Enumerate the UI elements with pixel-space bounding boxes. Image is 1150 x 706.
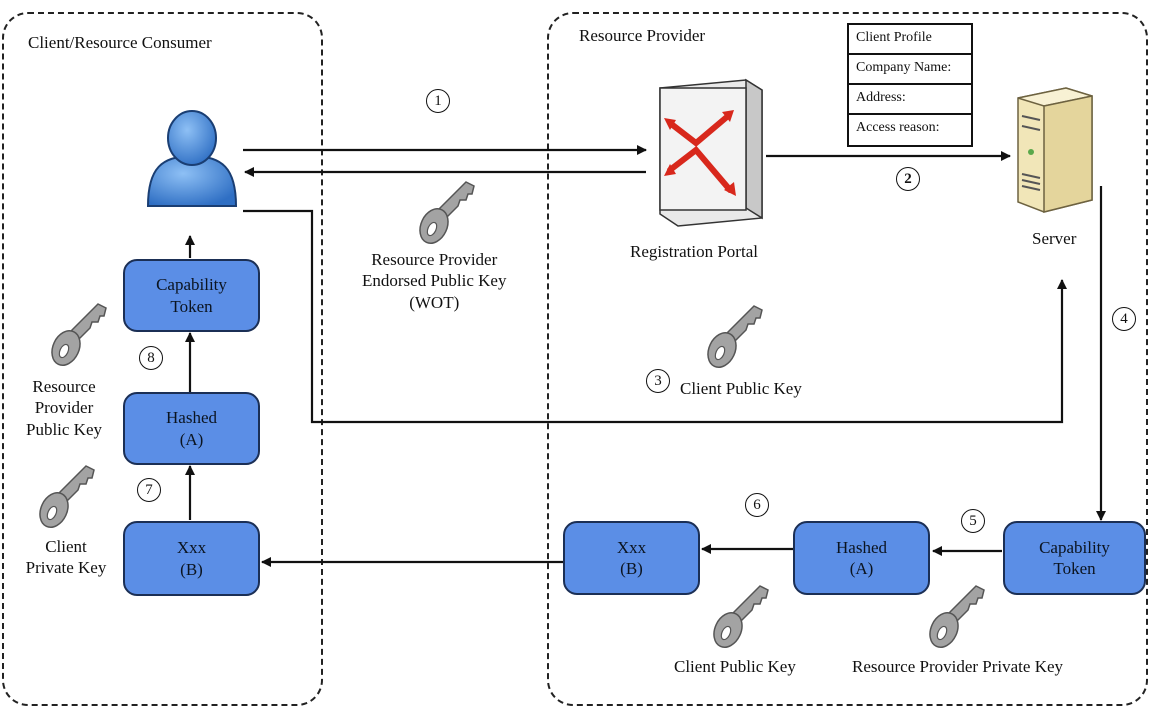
key-icon-rp-public [51, 303, 107, 366]
client-private-key-label: Client Private Key [12, 536, 120, 579]
endorsed-key-label-line3: (WOT) [409, 292, 460, 312]
xxx-client-line1: Xxx [176, 538, 207, 558]
client-profile-card: Client Profile Company Name: Address: Ac… [847, 23, 973, 147]
xxx-client-line2: (B) [180, 559, 203, 579]
step-4-marker: 4 [1112, 307, 1136, 331]
capability-token-client-line1: Capability [156, 275, 227, 295]
endorsed-key-label-line1: Resource Provider [371, 250, 498, 269]
step-3-marker: 3 [646, 369, 670, 393]
hashed-provider-line2: (A) [849, 559, 874, 578]
rp-public-key-label-line1: Resource [32, 377, 96, 396]
client-consumer-region-label: Client/Resource Consumer [28, 33, 212, 52]
rp-public-key-label-line3: Public Key [25, 419, 103, 439]
endorsed-key-label: Resource Provider Endorsed Public Key (W… [362, 249, 506, 313]
client-public-key-label-bottom: Client Public Key [674, 657, 796, 676]
hashed-provider-line1: Hashed [836, 537, 887, 557]
endorsed-key-label-line2: Endorsed Public Key [362, 271, 507, 291]
capability-token-provider-line1: Capability [1039, 537, 1110, 557]
rp-public-key-label: Resource Provider Public Key [6, 376, 122, 440]
server-icon [1017, 87, 1093, 213]
step-6-marker: 6 [745, 493, 769, 517]
hashed-client-line1: Hashed [166, 408, 217, 428]
client-public-key-label-mid: Client Public Key [680, 379, 802, 398]
hashed-box-provider: Hashed (A) [793, 521, 930, 595]
capability-token-box-client: Capability Token [123, 259, 260, 332]
step-8-marker: 8 [139, 346, 163, 370]
hashed-box-client: Hashed (A) [123, 392, 260, 465]
step-7-marker: 7 [137, 478, 161, 502]
capability-token-box-provider: Capability Token [1003, 521, 1146, 595]
user-icon [146, 110, 238, 207]
capability-token-client-line2: Token [170, 296, 213, 316]
xxx-box-provider: Xxx (B) [563, 521, 700, 595]
key-icon-rp-private [929, 585, 985, 648]
xxx-provider-line1: Xxx [616, 537, 647, 557]
address-field: Address: [849, 85, 971, 115]
key-icon-endorsed [419, 181, 475, 244]
xxx-box-client: Xxx (B) [123, 521, 260, 596]
client-profile-title: Client Profile [849, 25, 971, 55]
step-5-marker: 5 [961, 509, 985, 533]
key-icon-client-public-bottom [713, 585, 769, 648]
client-consumer-region [2, 12, 323, 706]
rp-public-key-label-line2: Provider [34, 398, 94, 418]
client-private-key-label-line1: Client [45, 537, 87, 556]
registration-portal-label: Registration Portal [630, 242, 758, 261]
key-icon-client-public-mid [707, 305, 763, 368]
arrow-user-to-server [243, 209, 1067, 424]
resource-provider-region [547, 12, 1148, 706]
server-label: Server [1032, 229, 1077, 248]
key-icon-client-private [39, 465, 95, 528]
company-name-field: Company Name: [849, 55, 971, 85]
hashed-client-line2: (A) [179, 429, 204, 449]
rp-private-key-label: Resource Provider Private Key [852, 657, 1064, 676]
registration-portal-icon [659, 78, 763, 227]
step-2-marker: 2 [896, 167, 920, 191]
step-1-marker: 1 [426, 89, 450, 113]
access-reason-field: Access reason: [856, 120, 940, 135]
resource-provider-region-label: Resource Provider [579, 26, 706, 45]
client-private-key-label-line2: Private Key [25, 558, 107, 578]
capability-token-provider-line2: Token [1053, 559, 1096, 578]
xxx-provider-line2: (B) [620, 559, 643, 578]
